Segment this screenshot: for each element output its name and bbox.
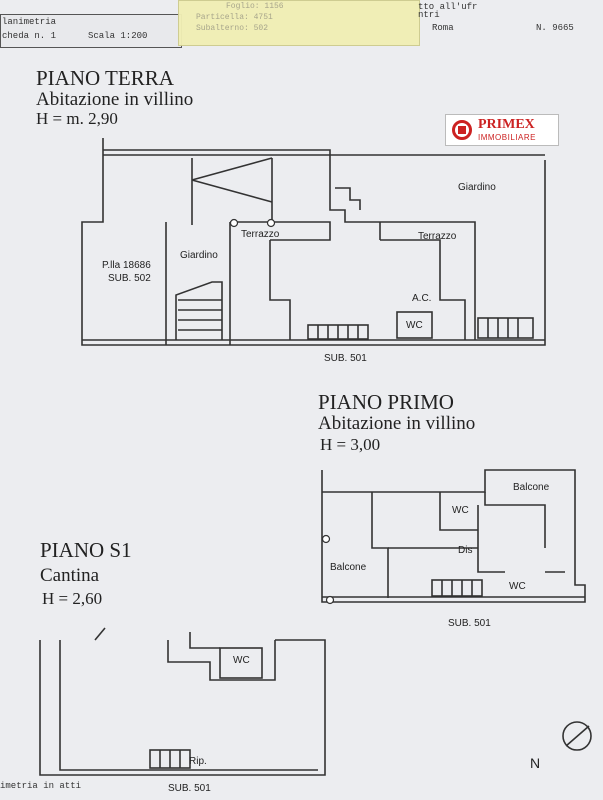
pp-dis: Dis: [458, 545, 473, 556]
logo-brand: PRIMEX: [478, 117, 535, 132]
ghost-foglio: Foglio: 1156: [226, 2, 284, 11]
primex-logo: PRIMEX IMMOBILIARE: [445, 114, 559, 146]
header-comune: Roma: [432, 23, 454, 33]
piano-s1-title: PIANO S1: [40, 538, 132, 562]
piano-terra-height: H = m. 2,90: [36, 109, 118, 128]
pt-wc: WC: [406, 320, 423, 331]
piano-s1-subtitle: Cantina: [40, 565, 100, 586]
header-planimetria: lanimetria: [2, 17, 57, 27]
header-scale: Scala 1:200: [88, 31, 148, 41]
ghost-particella: Particella: 4751: [196, 13, 273, 22]
header-number: N. 9665: [536, 23, 574, 33]
house-logo-icon: [452, 120, 472, 140]
piano-s1-plan: [39, 627, 326, 776]
s1-wc: WC: [233, 655, 250, 666]
piano-primo-title: PIANO PRIMO: [318, 390, 454, 414]
header-right-2: ntri: [418, 10, 440, 20]
pp-sub501: SUB. 501: [448, 618, 491, 629]
header-scheda: cheda n. 1: [2, 31, 57, 41]
ghost-subalterno: Subalterno: 502: [196, 24, 269, 33]
piano-primo-plan: [321, 469, 586, 603]
pt-ac: A.C.: [412, 293, 432, 304]
piano-terra-subtitle: Abitazione in villino: [36, 89, 194, 110]
pt-sub501: SUB. 501: [324, 353, 367, 364]
pt-giardino-left: Giardino: [180, 250, 218, 261]
piano-terra-plan: [81, 138, 546, 346]
compass-icon: [562, 721, 592, 751]
pt-plla: P.lla 18686: [102, 260, 151, 271]
header-box: [0, 14, 182, 48]
pt-giardino-top: Giardino: [458, 182, 496, 193]
pt-sub502: SUB. 502: [108, 273, 151, 284]
pp-balcone-top: Balcone: [513, 482, 550, 493]
s1-sub501: SUB. 501: [168, 783, 211, 794]
pp-wc1: WC: [452, 505, 469, 516]
logo-tagline: IMMOBILIARE: [478, 133, 536, 142]
header-right-1: tto all'ufr: [418, 2, 478, 12]
pt-terrazzo-1: Terrazzo: [241, 229, 280, 240]
pp-balcone-left: Balcone: [330, 562, 367, 573]
pp-wc2: WC: [509, 581, 526, 592]
north-label: N: [530, 755, 541, 771]
piano-s1-height: H = 2,60: [42, 589, 103, 608]
s1-rip: Rip.: [189, 756, 207, 767]
footer-planimetria: imetria in atti: [0, 781, 82, 791]
piano-primo-subtitle: Abitazione in villino: [318, 413, 476, 434]
piano-primo-height: H = 3,00: [320, 435, 381, 454]
piano-terra-title: PIANO TERRA: [36, 66, 174, 90]
pt-terrazzo-2: Terrazzo: [418, 231, 457, 242]
sticky-note: [178, 0, 420, 46]
